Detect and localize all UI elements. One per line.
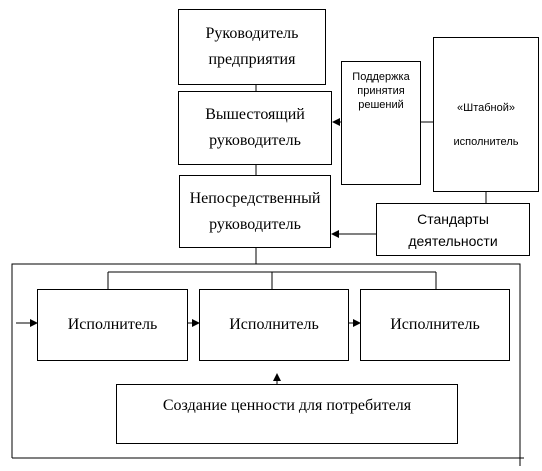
box-direct-manager: Непосредственный руководитель [179, 175, 331, 248]
label-head-of-enterprise: Руководитель предприятия [205, 25, 299, 68]
box-standards: Стандарты деятельности [376, 203, 530, 256]
label-executor-1: Исполнитель [67, 316, 158, 333]
box-customer-value: Создание ценности для потребителя [116, 384, 458, 444]
label-executor-3: Исполнитель [390, 316, 480, 333]
label-executor-2: Исполнитель [229, 316, 319, 333]
box-executor-3: Исполнитель [360, 289, 510, 361]
box-decision-support: Поддержка принятия решений [341, 61, 421, 185]
box-executor-1: Исполнитель [37, 289, 188, 361]
label-staff-executor-top: «Штабной» [457, 102, 515, 114]
box-senior-manager: Вышестоящий руководитель [178, 91, 332, 165]
box-head-of-enterprise: Руководитель предприятия [178, 9, 326, 85]
label-customer-value: Создание ценности для потребителя [162, 397, 412, 414]
label-senior-manager: Вышестоящий руководитель [205, 106, 305, 149]
label-direct-manager: Непосредственный руководитель [189, 189, 321, 233]
label-standards: Стандарты деятельности [408, 210, 498, 249]
box-staff-executor: «Штабной» исполнитель [433, 37, 539, 192]
label-staff-executor-bottom: исполнитель [453, 136, 519, 148]
label-decision-support: Поддержка принятия решений [352, 71, 410, 111]
process-frame [11, 263, 521, 466]
box-executor-2: Исполнитель [199, 289, 349, 361]
